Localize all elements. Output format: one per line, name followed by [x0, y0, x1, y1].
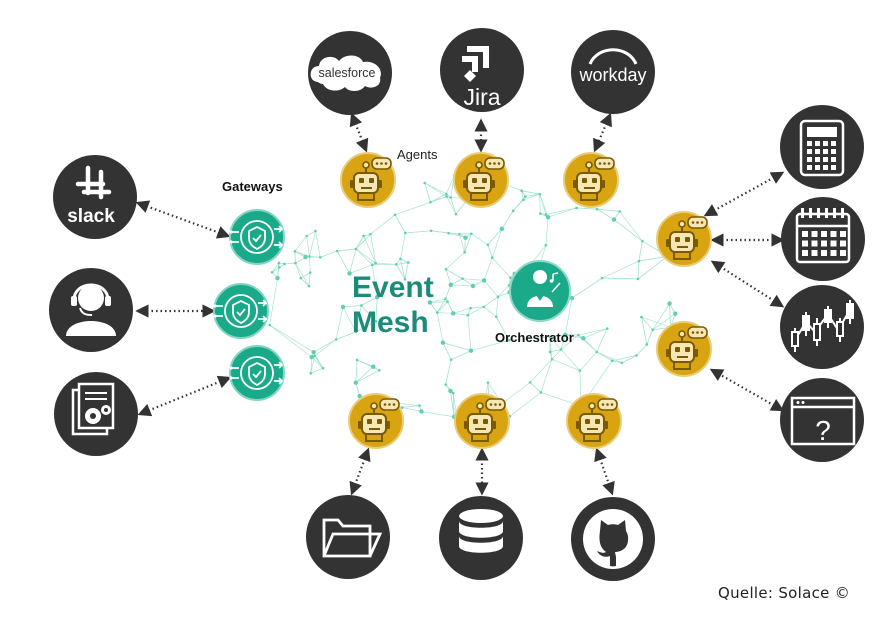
slack-label: slack — [67, 206, 115, 227]
agent-top-center — [453, 152, 509, 208]
app-unknown: ? — [780, 378, 864, 462]
github-icon — [583, 509, 643, 569]
agent-right-upper — [656, 211, 712, 267]
salesforce-label: salesforce — [319, 66, 376, 80]
event-mesh-title-line1: Event — [352, 271, 434, 304]
database-icon — [459, 509, 503, 553]
orchestrator-label: Orchestrator — [495, 330, 574, 345]
help-window-icon — [790, 396, 856, 446]
workday-arc-icon — [588, 48, 638, 65]
gateways-label: Gateways — [222, 179, 283, 194]
conductor-icon — [527, 270, 561, 307]
calculator-icon — [799, 119, 845, 177]
app-salesforce: salesforce — [308, 31, 392, 115]
gateway-middle — [212, 283, 269, 339]
salesforce-cloud-icon — [310, 55, 381, 91]
agent-top-right — [563, 152, 619, 208]
headset-user-icon — [66, 283, 116, 336]
folder-icon — [322, 518, 383, 558]
agent-bottom-left — [348, 393, 404, 449]
gateway-bottom — [228, 345, 285, 401]
app-stock-chart — [780, 285, 864, 369]
orchestrator-node — [509, 260, 571, 322]
candlestick-icon — [791, 300, 854, 352]
agents-label: Agents — [397, 147, 438, 162]
agent-top-left — [340, 152, 396, 208]
app-jira: Jira — [440, 28, 524, 112]
app-support-agent — [49, 268, 133, 352]
app-documents — [54, 372, 138, 456]
agent-right-lower — [656, 321, 712, 377]
help-label: ? — [815, 415, 831, 446]
source-credit: Quelle: Solace © — [718, 584, 851, 602]
event-mesh-title-line2: Mesh — [352, 306, 429, 339]
app-github — [571, 497, 655, 581]
app-workday: workday — [571, 30, 655, 114]
app-slack: slack — [53, 155, 137, 239]
app-files — [306, 495, 390, 579]
mesh-network — [268, 174, 678, 425]
jira-icon — [462, 46, 489, 82]
connectors — [135, 112, 785, 496]
app-database — [439, 496, 523, 580]
jira-label: Jira — [463, 84, 500, 110]
agent-bottom-right — [566, 393, 622, 449]
app-calculator — [780, 105, 864, 189]
slack-icon — [75, 165, 112, 200]
agent-bottom-center — [454, 393, 510, 449]
workday-label: workday — [578, 65, 646, 85]
calendar-icon — [795, 208, 851, 264]
document-gears-icon — [71, 382, 115, 436]
app-calendar — [781, 197, 865, 281]
gateway-top — [228, 209, 285, 265]
